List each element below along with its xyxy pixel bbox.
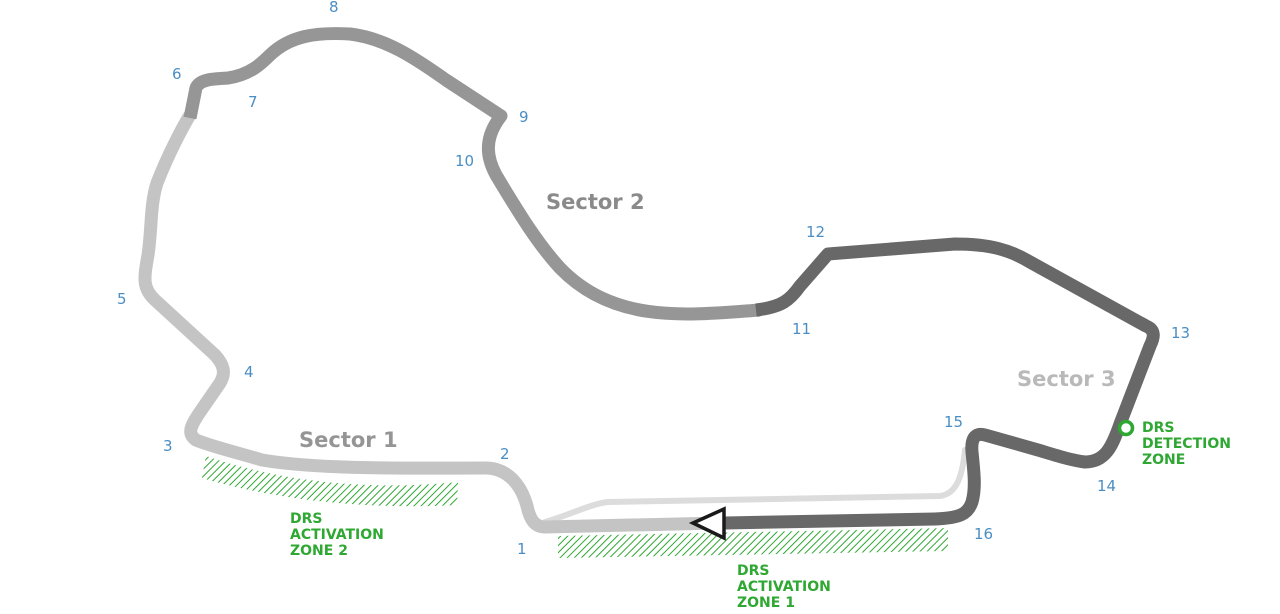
turn-12-label: 12 — [806, 223, 825, 241]
turn-15-label: 15 — [944, 413, 963, 431]
drs-activation-zone-2-label: DRS ACTIVATION ZONE 2 — [290, 511, 384, 559]
track-sector-3 — [724, 237, 1160, 530]
turn-9-label: 9 — [519, 108, 529, 126]
turn-10-label: 10 — [455, 152, 474, 170]
sector-2-label: Sector 2 — [546, 190, 645, 214]
start-direction-arrow-icon — [688, 506, 726, 541]
turn-1-label: 1 — [517, 540, 527, 558]
turn-8-label: 8 — [329, 0, 339, 16]
turn-3-label: 3 — [163, 437, 173, 455]
svg-text:ACTIVATION: ACTIVATION — [290, 527, 384, 543]
svg-text:DRS: DRS — [737, 563, 769, 579]
sector-3-label: Sector 3 — [1017, 367, 1116, 391]
drs-detection-point-icon — [1117, 419, 1135, 437]
track-sector-1 — [138, 111, 721, 534]
turn-13-label: 13 — [1171, 324, 1190, 342]
sector-1-label: Sector 1 — [299, 428, 398, 452]
turn-5-label: 5 — [117, 290, 127, 308]
svg-text:ZONE: ZONE — [1142, 452, 1185, 468]
turn-11-label: 11 — [792, 320, 811, 338]
turn-14-label: 14 — [1097, 477, 1116, 495]
turn-7-label: 7 — [248, 93, 258, 111]
pit-lane — [542, 447, 968, 525]
turn-4-label: 4 — [244, 363, 254, 381]
svg-text:DRS: DRS — [1142, 420, 1174, 436]
drs-activation-zone-1-label: DRS ACTIVATION ZONE 1 — [737, 563, 831, 611]
svg-text:DETECTION: DETECTION — [1142, 436, 1231, 452]
svg-text:DRS: DRS — [290, 511, 322, 527]
turn-2-label: 2 — [500, 445, 510, 463]
turn-6-label: 6 — [172, 65, 182, 83]
drs-activation-zone-1-area — [558, 528, 948, 558]
drs-detection-zone-label: DRS DETECTION ZONE — [1142, 420, 1231, 468]
svg-text:ACTIVATION: ACTIVATION — [737, 579, 831, 595]
svg-text:ZONE 1: ZONE 1 — [737, 595, 795, 611]
svg-text:ZONE 2: ZONE 2 — [290, 543, 348, 559]
track-sector-2 — [183, 27, 761, 321]
drs-activation-zone-2-area — [202, 456, 458, 507]
turn-16-label: 16 — [974, 525, 993, 543]
